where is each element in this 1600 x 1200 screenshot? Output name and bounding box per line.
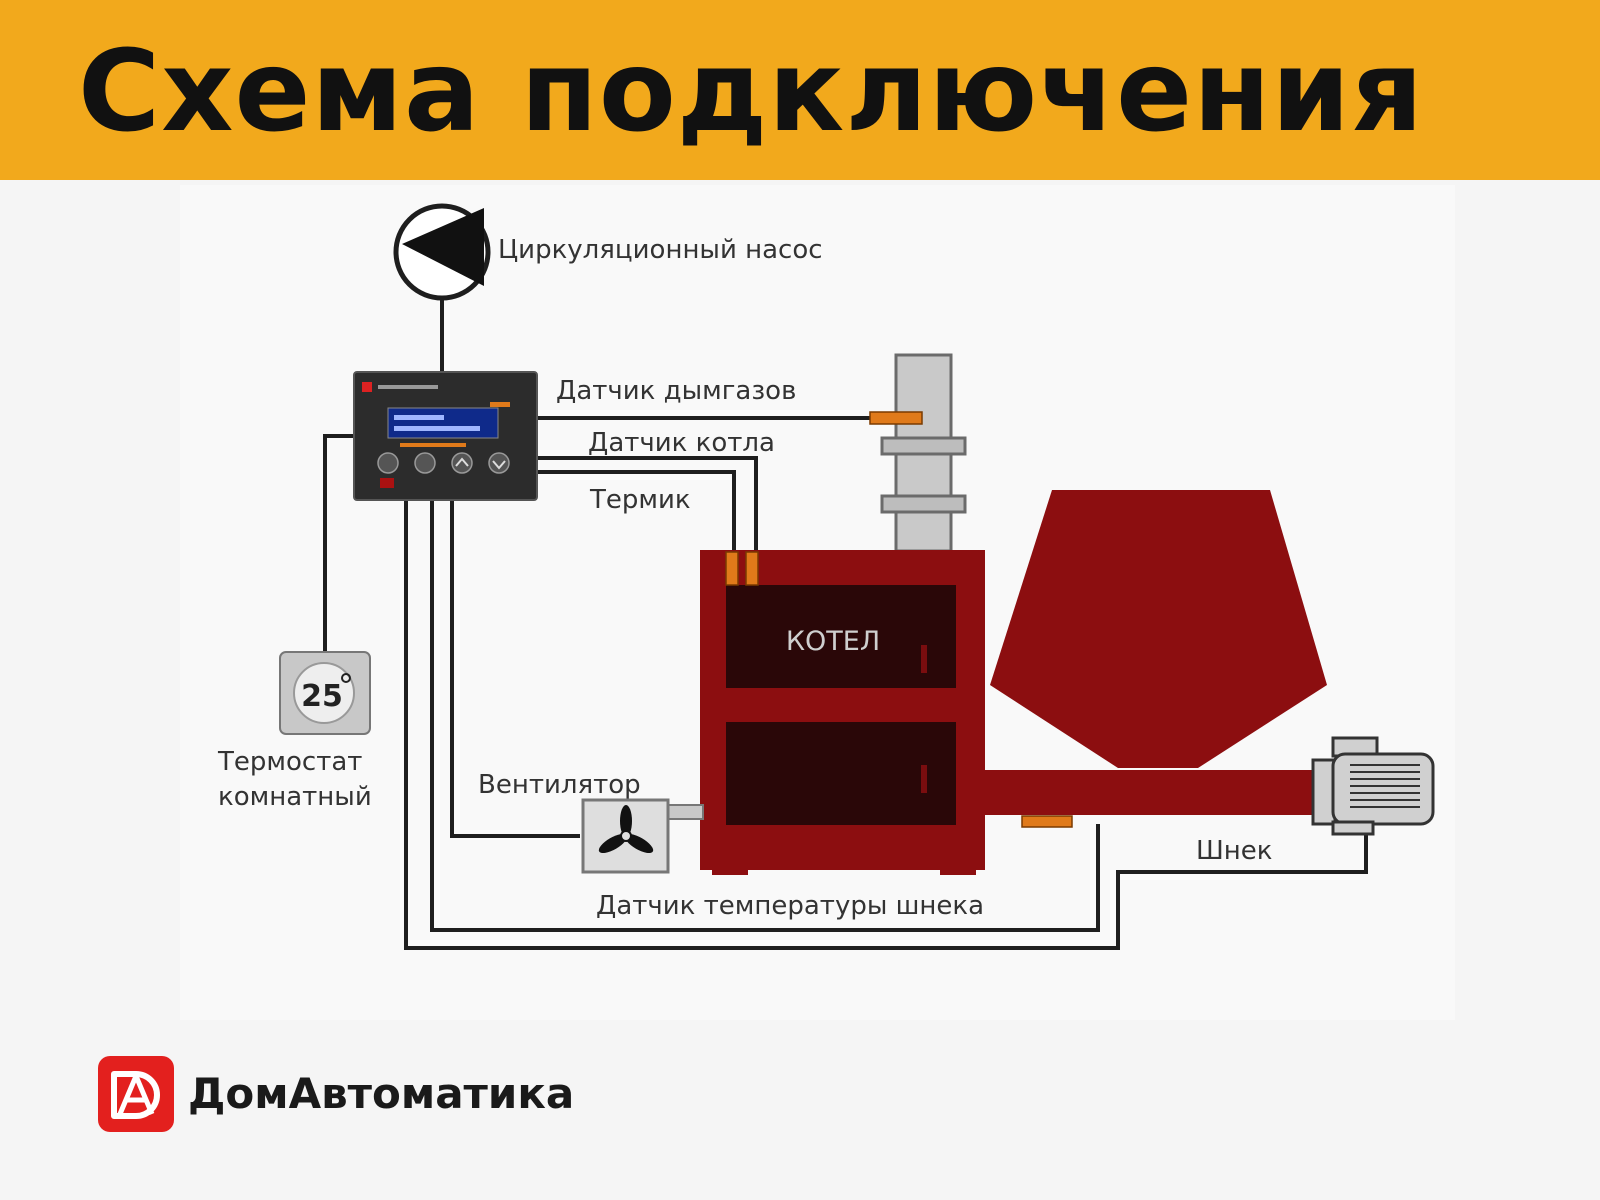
boiler [700,550,985,875]
boiler-upper-door [726,585,956,688]
wire-boiler-sensor [537,456,758,552]
circulation-pump [393,203,491,301]
thermostat-value: 25 [301,679,343,714]
down-arrow-icon [492,460,506,470]
room-thermostat: 25 [279,651,371,735]
label-thermostat-line2: комнатный [218,782,372,812]
motor-foot [1331,820,1375,836]
controller-brand-strip [378,385,438,389]
label-boiler: КОТЕЛ [786,626,880,657]
back-button-icon [414,452,436,474]
up-arrow-icon [455,457,469,467]
wires [323,300,1368,950]
menu-button-icon [377,452,399,474]
chimney-flange-bottom [880,494,967,514]
wire-fan [450,500,580,838]
thermostat-dial [293,662,355,724]
auger-temperature-sensor [1021,815,1073,828]
boiler-leg-left [712,865,748,875]
hopper [990,490,1327,768]
header-banner: Схема подключения [0,0,1600,180]
flue-gas-sensor [869,411,923,425]
wire-auger-motor [404,500,1368,950]
label-auger-sensor: Датчик температуры шнека [596,891,984,921]
wire-thermal [537,470,736,552]
auger-tube [978,770,1313,815]
thermal-sensor [725,551,739,586]
brand-name: ДомАвтоматика [188,1069,575,1118]
fan-icon [598,805,654,854]
motor-fins [1350,764,1420,808]
wire-auger-sensor [430,500,1100,932]
page-title: Схема подключения [78,27,1424,157]
boiler-lower-door [726,722,956,825]
controller-logo-icon [362,382,372,392]
controller-indicator [490,402,510,407]
auger-motor [1311,736,1435,836]
fan [581,798,704,874]
controller-screen-line2 [394,426,480,431]
controller [353,371,538,501]
boiler-leg-right [940,865,976,875]
degree-icon [341,673,351,683]
fan-duct [667,804,704,820]
controller-screen-line1 [394,415,444,420]
chimney-flange-top [880,436,967,456]
down-button-icon [488,452,510,474]
brand-logo-icon [98,1056,174,1132]
controller-screen [387,407,499,439]
label-circulation-pump: Циркуляционный насос [498,235,823,265]
label-fan: Вентилятор [478,770,641,800]
controller-status-bar [400,443,466,447]
hopper-body [990,490,1327,768]
label-thermal: Термик [589,485,691,515]
wire-thermostat [323,434,354,652]
label-boiler-sensor: Датчик котла [588,428,775,458]
label-thermostat-line1: Термостат [217,747,362,777]
controller-led [380,478,394,488]
boiler-sensor [745,551,759,586]
pump-arrow-icon [402,208,484,286]
label-auger: Шнек [1196,836,1273,866]
up-button-icon [451,452,473,474]
label-flue-gas-sensor: Датчик дымгазов [556,376,796,406]
lower-door-handle [921,765,927,793]
upper-door-handle [921,645,927,673]
